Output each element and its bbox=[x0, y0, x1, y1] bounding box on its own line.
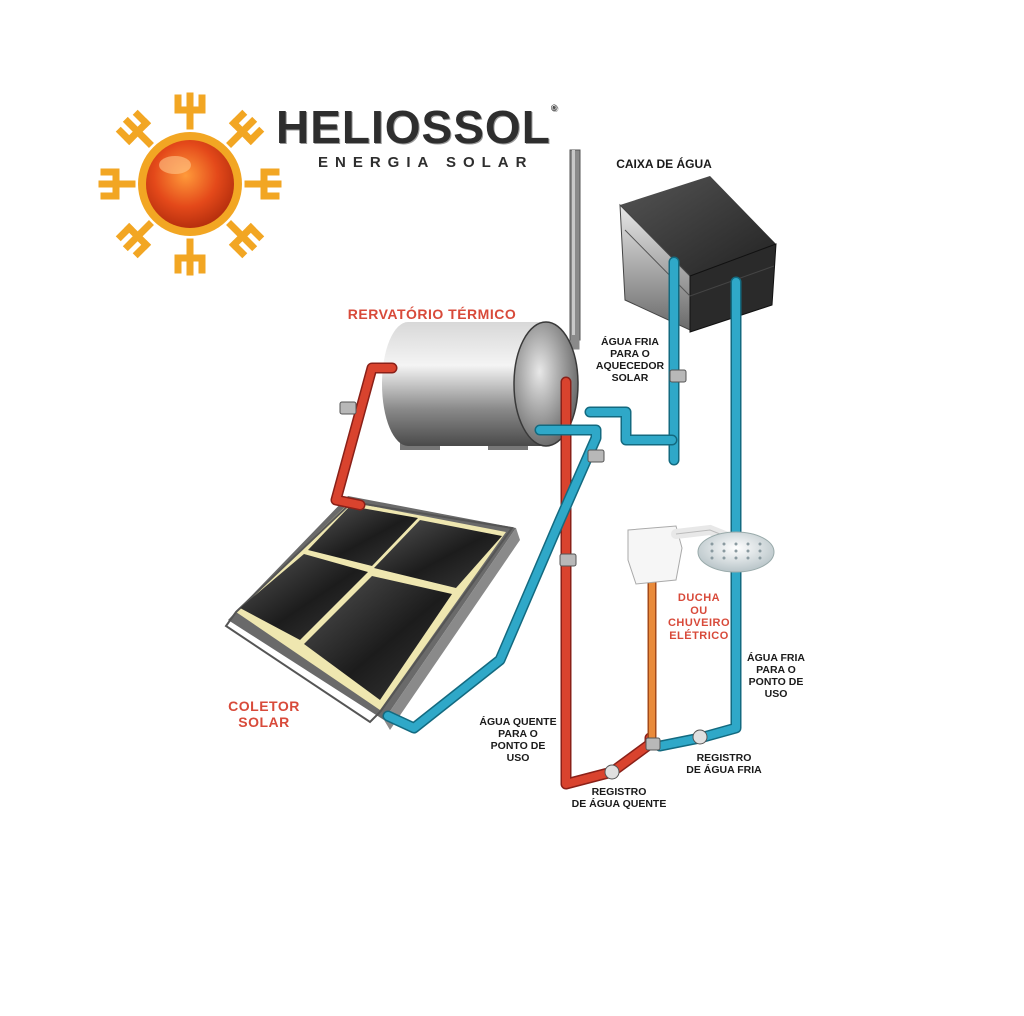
label-agua-fria-aquecedor: ÁGUA FRIA PARA O AQUECEDOR SOLAR bbox=[595, 336, 665, 385]
water-tank bbox=[619, 176, 777, 333]
brand-name-text: HELIOSSOL bbox=[276, 101, 551, 153]
label-agua-fria-ponto: ÁGUA FRIA PARA O PONTO DE USO bbox=[747, 652, 805, 701]
registro-agua-quente-valve bbox=[604, 764, 620, 780]
label-agua-quente-ponto: ÁGUA QUENTE PARA O PONTO DE USO bbox=[479, 716, 557, 765]
registro-agua-fria-valve bbox=[692, 729, 708, 745]
label-reservatorio-termico: RERVATÓRIO TÉRMICO bbox=[347, 306, 517, 322]
solar-collector bbox=[224, 496, 520, 730]
vent-pipe bbox=[560, 149, 581, 350]
label-registro-agua-fria: REGISTRO DE ÁGUA FRIA bbox=[686, 752, 762, 777]
label-caixa-de-agua: CAIXA DE ÁGUA bbox=[616, 157, 712, 171]
registered-mark: ® bbox=[550, 103, 559, 113]
pipe-fittings bbox=[339, 369, 687, 751]
label-registro-agua-quente: REGISTRO DE ÁGUA QUENTE bbox=[571, 786, 667, 811]
label-coletor-solar: COLETOR SOLAR bbox=[228, 698, 300, 731]
label-ducha: DUCHA OU CHUVEIRO ELÉTRICO bbox=[667, 592, 731, 642]
brand-tagline: ENERGIA SOLAR bbox=[318, 154, 534, 171]
sun-logo bbox=[98, 92, 282, 276]
brand-name: HELIOSSOL® bbox=[276, 104, 557, 151]
shower bbox=[627, 524, 775, 585]
cold-water-pipes bbox=[382, 256, 742, 752]
